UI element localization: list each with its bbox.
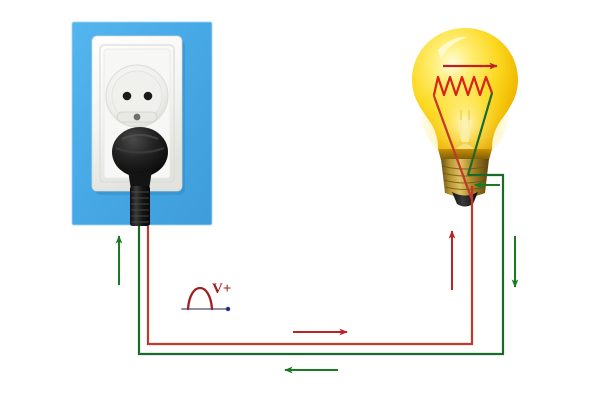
green-wire [137, 173, 505, 356]
bulb-neck [438, 149, 492, 160]
socket-earth-pin [133, 113, 141, 121]
light-bulb [412, 28, 518, 207]
red-wire-bulb-leg [432, 95, 474, 201]
green-wire-bulb-leg [466, 92, 494, 176]
wall-socket [71, 21, 213, 226]
waveform-axis-endpoint [225, 306, 231, 312]
bulb-stem-press [458, 120, 472, 142]
plug-neck [128, 170, 152, 190]
plug-body-ridge [115, 146, 165, 154]
plug-body-highlight [121, 134, 159, 140]
filament-coil [432, 75, 494, 97]
plug-cable-ribs [131, 191, 149, 223]
socket-pin-hole-right [143, 91, 153, 101]
voltage-label: V+ [212, 281, 232, 297]
waveform-half-sine [186, 287, 214, 311]
socket-pin-hole-left [122, 91, 132, 101]
bulb-inner-glow [421, 58, 509, 162]
voltage-waveform [181, 287, 231, 312]
red-wire [146, 186, 474, 346]
bulb-glass-highlight [438, 36, 468, 59]
